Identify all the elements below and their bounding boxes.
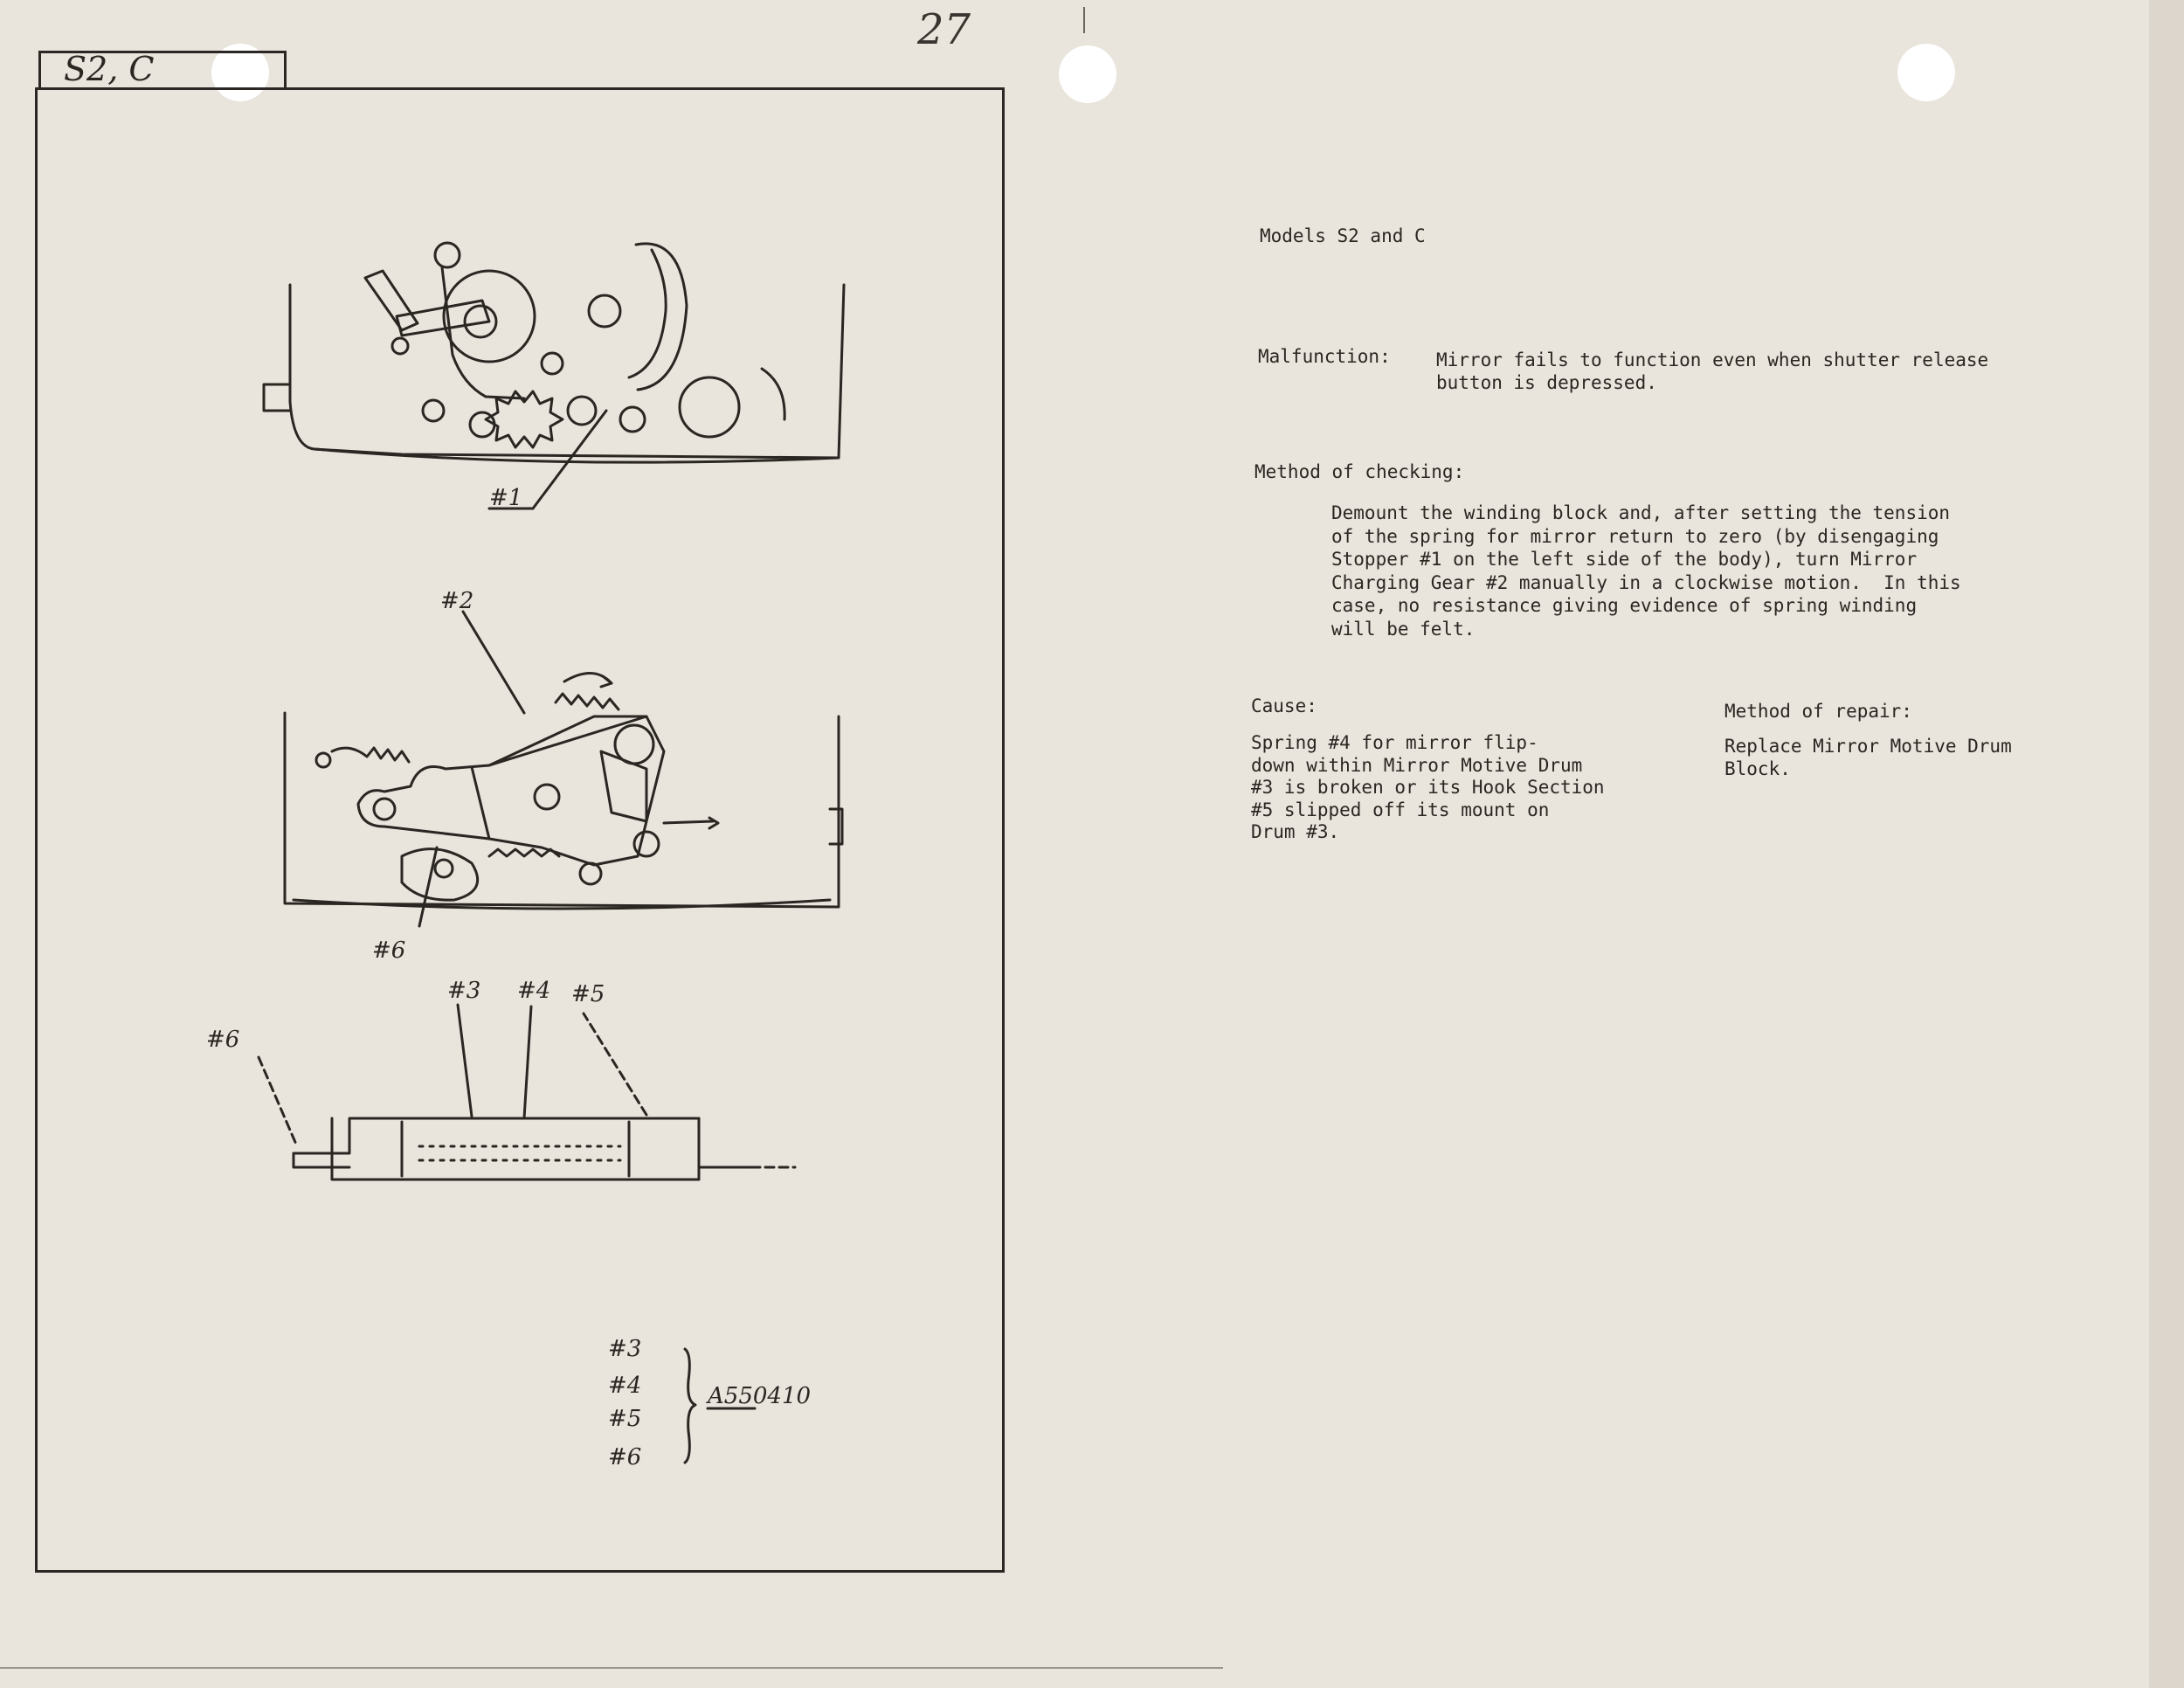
malfunction-body: Mirror fails to function even when shutt… — [1436, 349, 1989, 393]
parts-list-item-4: #6 — [608, 1444, 641, 1470]
winding-block-drawing: #1 — [262, 241, 846, 511]
cause-label: Cause: — [1251, 695, 1317, 716]
drawing-frame — [35, 87, 1005, 1573]
parts-list-item-2: #4 — [608, 1373, 641, 1399]
callout-3: #3 — [447, 978, 480, 1004]
cause-body: Spring #4 for mirror flip- down within M… — [1251, 732, 1605, 842]
punch-hole-left — [211, 44, 269, 101]
page-bottom-rule — [0, 1667, 1223, 1669]
sheet-edge — [2149, 0, 2184, 1688]
charging-gear-drawing: #2 #6 — [283, 588, 844, 964]
callout-2: #2 — [440, 588, 473, 614]
motive-drum-drawing: #3 #4 #5 #6 — [206, 978, 797, 1181]
method-checking-body: Demount the winding block and, after set… — [1331, 502, 1961, 640]
repair-body: Replace Mirror Motive Drum Block. — [1724, 736, 2012, 779]
parts-list: #3 #4 #5 #6 A550410 — [608, 1336, 811, 1470]
part-number: A550410 — [706, 1383, 811, 1409]
fold-mark — [1083, 7, 1085, 33]
method-checking-label: Method of checking: — [1254, 461, 1465, 482]
callout-5: #5 — [571, 981, 605, 1007]
repair-label: Method of repair: — [1724, 701, 1912, 722]
punch-hole-center — [1059, 45, 1116, 103]
parts-list-item-1: #3 — [608, 1336, 641, 1362]
callout-6-mid: #6 — [372, 937, 405, 964]
punch-hole-right — [1897, 44, 1955, 101]
parts-list-item-3: #5 — [608, 1406, 641, 1432]
mechanism-illustration: #1 #2 #6 — [35, 87, 1005, 1573]
callout-1: #1 — [489, 485, 522, 511]
model-tab: S2, C — [38, 50, 287, 90]
models-heading: Models S2 and C — [1260, 225, 1426, 246]
malfunction-label: Malfunction: — [1258, 346, 1391, 367]
callout-4: #4 — [517, 978, 550, 1004]
model-tab-label: S2, C — [64, 50, 155, 88]
page-number: 27 — [917, 5, 971, 54]
callout-6-side: #6 — [206, 1027, 239, 1053]
